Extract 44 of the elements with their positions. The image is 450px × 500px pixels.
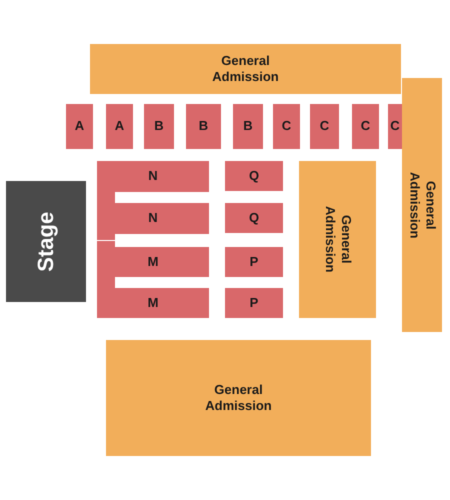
section-label: B: [198, 118, 208, 135]
seating-section: [97, 288, 209, 318]
seating-section: [388, 104, 402, 149]
seating-section: [225, 288, 283, 318]
section-label: General Admission: [322, 205, 354, 275]
section-label: General Admission: [211, 52, 280, 86]
general-admission-area: [106, 340, 371, 456]
section-label: B: [154, 118, 164, 135]
seating-section: [66, 104, 93, 149]
seating-section: [97, 161, 209, 192]
section-label: General Admission: [406, 172, 438, 238]
section-label: General Admission: [204, 382, 273, 414]
seating-section: [225, 161, 283, 191]
seating-section: [97, 203, 209, 234]
seating-section: [233, 104, 263, 149]
section-label: M: [148, 254, 158, 270]
section-label: C: [390, 118, 400, 135]
seating-section: [352, 104, 379, 149]
section-label: P: [250, 294, 258, 312]
section-label: Stage: [32, 212, 60, 272]
general-admission-area: [402, 78, 442, 332]
seating-section: [97, 247, 209, 277]
section-label: N: [148, 210, 158, 227]
section-label: Q: [248, 168, 260, 184]
seating-section: [273, 104, 300, 149]
seating-section: [144, 104, 174, 149]
section-label: Q: [248, 210, 260, 226]
section-label: A: [74, 118, 84, 135]
section-label: M: [148, 294, 158, 312]
seating-section: [225, 203, 283, 233]
seating-section: [225, 247, 283, 277]
section-label: N: [148, 168, 158, 185]
section-label: A: [114, 118, 124, 135]
section-label: C: [320, 118, 330, 135]
section-label: P: [250, 254, 258, 270]
general-admission-area: [299, 161, 376, 318]
general-admission-area: [90, 44, 401, 94]
seating-section: [310, 104, 339, 149]
section-label: B: [243, 118, 253, 135]
stage-area: [6, 181, 86, 302]
section-label: C: [360, 118, 370, 135]
section-label: C: [282, 118, 292, 135]
seating-section: [106, 104, 133, 149]
seating-section: [186, 104, 221, 149]
